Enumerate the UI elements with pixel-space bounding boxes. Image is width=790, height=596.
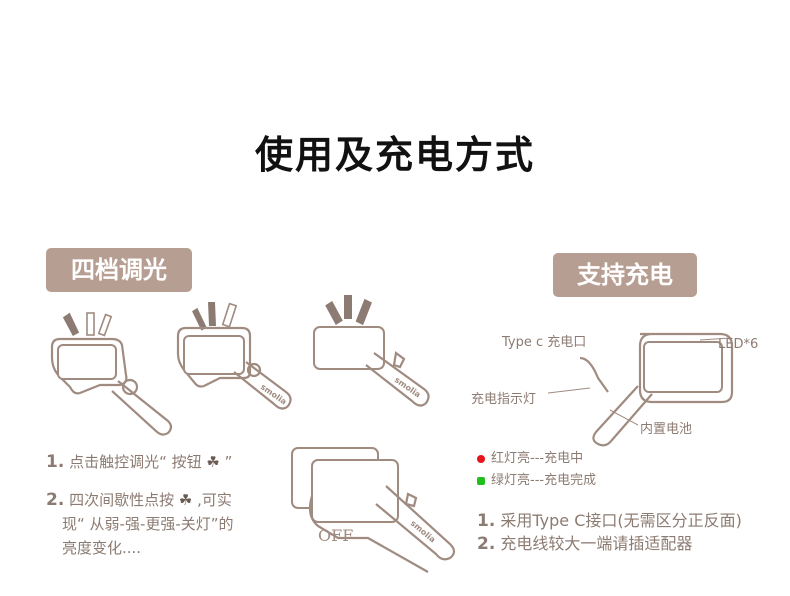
charging-step-1: 1. 采用Type C接口(无需区分正反面)	[477, 511, 742, 531]
magnifier-off-illustration: smolia	[291, 447, 456, 573]
green-dot-icon	[477, 476, 485, 485]
dimming-step-2-line-3: 亮度变化....	[62, 539, 142, 557]
charging-magnifier-illustration	[579, 332, 734, 447]
charging-step-2: 2. 充电线较大一端请插适配器	[477, 534, 693, 554]
bulb-icon: ☘	[178, 491, 193, 509]
red-dot-icon	[477, 454, 485, 463]
dimming-step-2-line-1: 2. 四次间歇性点按 ☘ ,可实	[46, 490, 232, 510]
battery-label: 内置电池	[640, 422, 693, 437]
dimming-badge: 四档调光	[46, 248, 192, 292]
green-light-legend: 绿灯亮---充电完成	[477, 469, 596, 488]
page-title: 使用及充电方式	[254, 133, 535, 177]
led-label: LED*6	[718, 337, 759, 352]
magnifier-level-2-illustration: smolia	[176, 302, 292, 410]
charging-badge: 支持充电	[553, 253, 697, 297]
off-label: OFF	[318, 526, 354, 545]
magnifier-level-3-illustration: smolia	[313, 295, 430, 407]
type-c-port-label: Type c 充电口	[502, 335, 587, 350]
red-light-legend: 红灯亮---充电中	[477, 447, 583, 466]
bulb-icon: ☘	[206, 453, 220, 471]
dimming-step-1: 1. 点击触控调光“ 按钮 ☘ ”	[46, 452, 233, 472]
dimming-step-2-line-2: 现“ 从弱-强-更强-关灯”的	[62, 515, 234, 533]
magnifier-level-1-illustration	[50, 312, 173, 436]
charging-indicator-label: 充电指示灯	[471, 392, 537, 407]
